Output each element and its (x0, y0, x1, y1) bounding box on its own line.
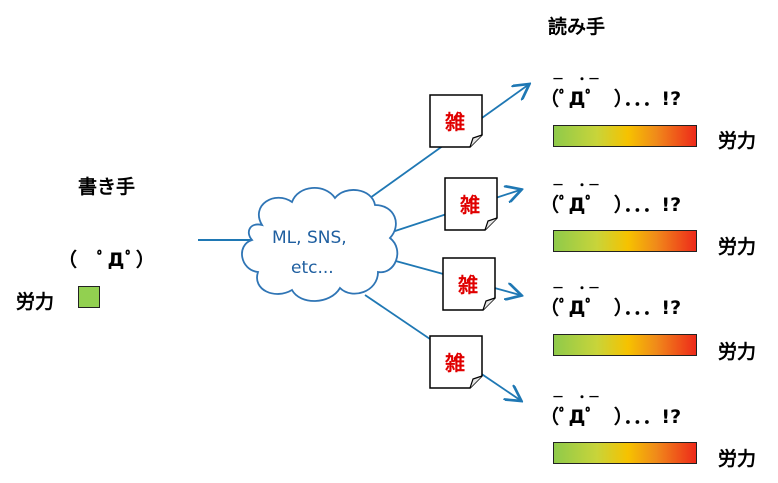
reader-1-brows: － ・－ (552, 72, 601, 86)
reader-3-effort-label: 労力 (718, 341, 757, 363)
reader-2-effort-label: 労力 (718, 236, 757, 258)
reader-3-face: （ﾟДﾟ ）．．．!? (540, 297, 682, 319)
reader-3-brows: － ・－ (552, 281, 601, 295)
reader-1-effort-label: 労力 (718, 130, 757, 152)
reader-2-effort-bar (553, 230, 697, 252)
note-label-1: 雑 (445, 110, 465, 134)
cloud-shape (241, 187, 399, 302)
readers-title: 読み手 (548, 16, 606, 38)
writer-effort-bar (78, 286, 100, 308)
note-label-4: 雑 (445, 351, 465, 375)
reader-2: － ・－ （ﾟДﾟ ）．．．!? (540, 178, 682, 217)
note-1-shape (429, 94, 483, 148)
reader-3: － ・－ （ﾟДﾟ ）．．．!? (540, 281, 682, 320)
writer-effort-label: 労力 (16, 291, 55, 313)
cloud-text-line1: ML, SNS, (272, 228, 347, 248)
reader-1: － ・－ （ﾟДﾟ ）．．．!? (540, 72, 682, 111)
writer-face: （ ﾟДﾟ） (58, 249, 156, 271)
writer-title: 書き手 (78, 176, 136, 198)
reader-1-face: （ﾟДﾟ ）．．．!? (540, 88, 682, 110)
reader-4-face: （ﾟДﾟ ）．．．!? (540, 406, 682, 428)
note-4-shape (429, 335, 483, 389)
note-2-shape (444, 177, 498, 231)
reader-3-effort-bar (553, 334, 697, 356)
note-3-shape (442, 257, 496, 311)
note-label-2: 雑 (460, 193, 480, 217)
reader-4-effort-label: 労力 (718, 448, 757, 470)
note-label-3: 雑 (458, 273, 478, 297)
reader-2-brows: － ・－ (552, 178, 601, 192)
cloud-text-line2: etc... (291, 258, 334, 278)
reader-1-effort-bar (553, 125, 697, 147)
reader-4: － ・－ （ﾟДﾟ ）．．．!? (540, 390, 682, 429)
reader-2-face: （ﾟДﾟ ）．．．!? (540, 194, 682, 216)
reader-4-effort-bar (553, 442, 697, 464)
reader-4-brows: － ・－ (552, 390, 601, 404)
